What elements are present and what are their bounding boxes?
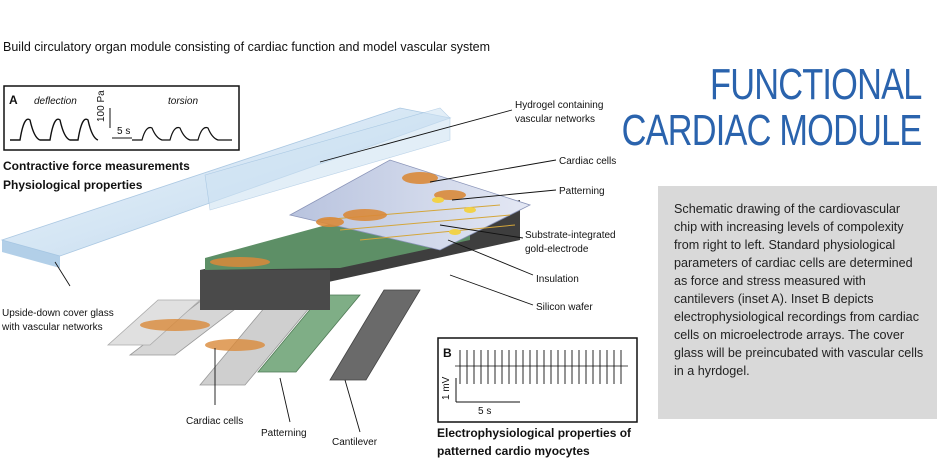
inset-b-caption-line-2: patterned cardio myocytes xyxy=(437,444,590,458)
title-line-1: FUNCTIONAL xyxy=(709,60,922,109)
label-hydrogel-line-2: vascular networks xyxy=(515,114,595,125)
chip-front-face xyxy=(200,270,330,310)
description-text: Schematic drawing of the cardiovascular … xyxy=(674,202,924,378)
patterning-dot xyxy=(464,207,476,213)
cell-cluster xyxy=(343,209,387,221)
chip-schematic: A deflection torsion 100 Pa 5 s Contract… xyxy=(0,85,638,458)
hydrogel-block xyxy=(204,107,451,211)
label-cardiac-cells-top: Cardiac cells xyxy=(559,156,616,167)
label-electrode-line-2: gold-electrode xyxy=(525,244,589,255)
inset-b-letter: B xyxy=(443,346,452,360)
label-patterning-top: Patterning xyxy=(559,186,605,197)
label-cantilever: Cantilever xyxy=(332,437,378,448)
inset-b-x-scale: 5 s xyxy=(478,406,491,417)
cell-cluster xyxy=(140,319,210,331)
cover-glass xyxy=(0,107,452,268)
inset-a-torsion-trace xyxy=(132,126,232,141)
page-subtitle: Build circulatory organ module consistin… xyxy=(3,40,491,54)
inset-a-right-label: torsion xyxy=(168,96,198,107)
cell-cluster xyxy=(434,190,466,200)
cell-cluster xyxy=(402,172,438,184)
inset-b-caption-line-1: Electrophysiological properties of xyxy=(437,426,632,440)
patterning-dot xyxy=(449,229,461,235)
inset-a-letter: A xyxy=(9,93,18,107)
module-title: FUNCTIONAL CARDIAC MODULE xyxy=(621,60,922,155)
label-electrode-line-1: Substrate-integrated xyxy=(525,230,616,241)
cell-cluster xyxy=(316,217,344,227)
title-line-2: CARDIAC MODULE xyxy=(621,106,922,155)
inset-a-x-scale: 5 s xyxy=(117,126,130,137)
label-cover-line-1: Upside-down cover glass xyxy=(2,308,114,319)
cardiac-cell-clusters xyxy=(140,172,476,351)
inset-a-caption-line-2: Physiological properties xyxy=(3,178,143,192)
label-insulation: Insulation xyxy=(536,274,579,285)
inset-b: B 1 mV 5 s xyxy=(437,337,638,423)
inset-a-caption-line-1: Contractive force measurements xyxy=(3,159,190,173)
cell-cluster xyxy=(205,339,265,351)
label-patterning-bottom: Patterning xyxy=(261,428,307,439)
leader-lines xyxy=(54,109,557,433)
label-cover-line-2: with vascular networks xyxy=(1,322,103,333)
inset-b-spike-train xyxy=(459,350,622,384)
inset-a: A deflection torsion 100 Pa 5 s xyxy=(3,85,240,151)
chip-block xyxy=(200,159,532,310)
patterning-dot xyxy=(432,197,444,203)
inset-a-y-scale: 100 Pa xyxy=(96,90,107,122)
description-box: Schematic drawing of the cardiovascular … xyxy=(658,186,937,419)
label-silicon-wafer: Silicon wafer xyxy=(536,302,593,313)
cover-glass-side xyxy=(2,240,60,268)
label-cardiac-cells-bottom: Cardiac cells xyxy=(186,416,243,427)
inset-b-y-scale: 1 mV xyxy=(441,376,452,400)
cell-cluster xyxy=(210,257,270,267)
label-hydrogel-line-1: Hydrogel containing xyxy=(515,100,603,111)
cantilever-strip-4 xyxy=(329,289,421,381)
cantilever-strips xyxy=(106,289,421,386)
cantilever-strip-3 xyxy=(257,294,361,373)
chip-top-surface xyxy=(288,159,532,251)
inset-a-deflection-trace xyxy=(10,118,99,141)
inset-a-left-label: deflection xyxy=(34,96,77,107)
